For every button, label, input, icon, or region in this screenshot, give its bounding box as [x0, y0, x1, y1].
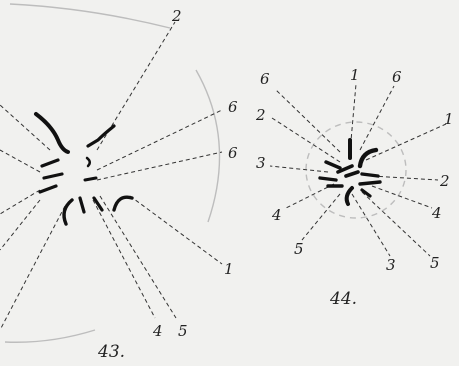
- fig44-cell-outline: [306, 122, 406, 218]
- fig43-cell-outline-right: [196, 70, 220, 222]
- fig44-label-right-1: 1: [444, 110, 454, 128]
- fig44-ray-left-5: [302, 194, 340, 240]
- fig43-ray-left: [0, 150, 40, 172]
- fig43-ray-upper-left: [0, 105, 50, 150]
- fig44-chromosome-right-1: [362, 174, 378, 176]
- fig43-chromosome-stroke-right: [94, 198, 102, 210]
- fig43-ray-bottom-left: [0, 206, 65, 330]
- fig43-label-2: 2: [171, 7, 182, 25]
- fig43-cell-outline-top: [10, 4, 170, 28]
- fig43-ray-5: [100, 196, 176, 318]
- fig44-ray-right-1: [366, 124, 446, 160]
- fig43-label-upper-6: 6: [228, 98, 238, 116]
- fig44-ray-left-3: [270, 166, 328, 172]
- fig43-chromosome-stroke-mid: [80, 198, 84, 212]
- fig44-chromosome-hook-upper-right: [360, 150, 376, 166]
- fig43-chromosome-left-1: [42, 160, 58, 166]
- fig44-ray-left-2: [272, 118, 340, 162]
- fig43-chromosome-upper-left: [36, 114, 68, 152]
- fig43-label-4: 4: [152, 322, 163, 340]
- fig43-chromosome-hook-right: [114, 197, 132, 210]
- fig44-label-left-2: 2: [255, 106, 266, 124]
- fig43-chromosome-hook-left: [64, 200, 72, 224]
- fig44-label-left-5: 5: [294, 240, 304, 258]
- fig44-label-left-3: 3: [256, 154, 266, 172]
- fig44-chromosome-left: [320, 178, 336, 180]
- fig43-chromosome-center-mark: [87, 158, 90, 166]
- fig43-ray-lower-left: [0, 190, 40, 214]
- fig44-label-right-4: 4: [431, 204, 442, 222]
- fig44-label-top-6-right: 6: [392, 68, 402, 86]
- fig43-ray-far-left: [0, 200, 40, 250]
- fig43-label-5: 5: [178, 322, 188, 340]
- fig44-caption: 44.: [329, 289, 357, 309]
- fig44-ray-right-2: [372, 176, 438, 180]
- fig43-chromosome-left-2: [44, 174, 62, 178]
- fig44-chromosome-bottom-hook: [347, 188, 352, 204]
- figure-43: 2 6 6 1 4 5 43.: [0, 4, 238, 362]
- fig44-label-left-4: 4: [271, 206, 282, 224]
- fig44-label-bottom-5: 5: [430, 254, 440, 272]
- fig44-chromosome-right-2: [360, 182, 380, 184]
- fig43-caption: 43.: [97, 342, 125, 362]
- fig44-ray-bottom-3: [352, 194, 390, 256]
- fig44-ray-top-6-left: [276, 90, 340, 152]
- fig43-cell-outline-bottom: [5, 330, 95, 342]
- fig43-chromosome-center-small: [85, 178, 96, 180]
- fig44-label-top-6-left: 6: [260, 70, 270, 88]
- figure-44: 6 1 6 2 1 3 2 4 4 5 3 5 44.: [255, 66, 454, 309]
- fig43-label-1: 1: [224, 260, 234, 278]
- fig44-chromosome-upper-left: [326, 162, 340, 168]
- fig43-ray-lower-6: [97, 152, 222, 180]
- fig44-label-top-1: 1: [350, 66, 360, 84]
- fig44-chromosome-center-2: [346, 172, 358, 176]
- fig44-label-right-2: 2: [439, 172, 450, 190]
- fig43-chromosome-left-3: [40, 186, 56, 192]
- fig43-ray-1: [130, 196, 222, 264]
- fig44-ray-right-4: [372, 186, 432, 208]
- fig44-ray-bottom-5: [362, 192, 430, 256]
- fig44-label-bottom-3: 3: [386, 256, 396, 274]
- fig43-label-lower-6: 6: [228, 144, 238, 162]
- fig44-ray-top-6-right: [360, 86, 394, 150]
- fig43-ray-4: [93, 200, 155, 318]
